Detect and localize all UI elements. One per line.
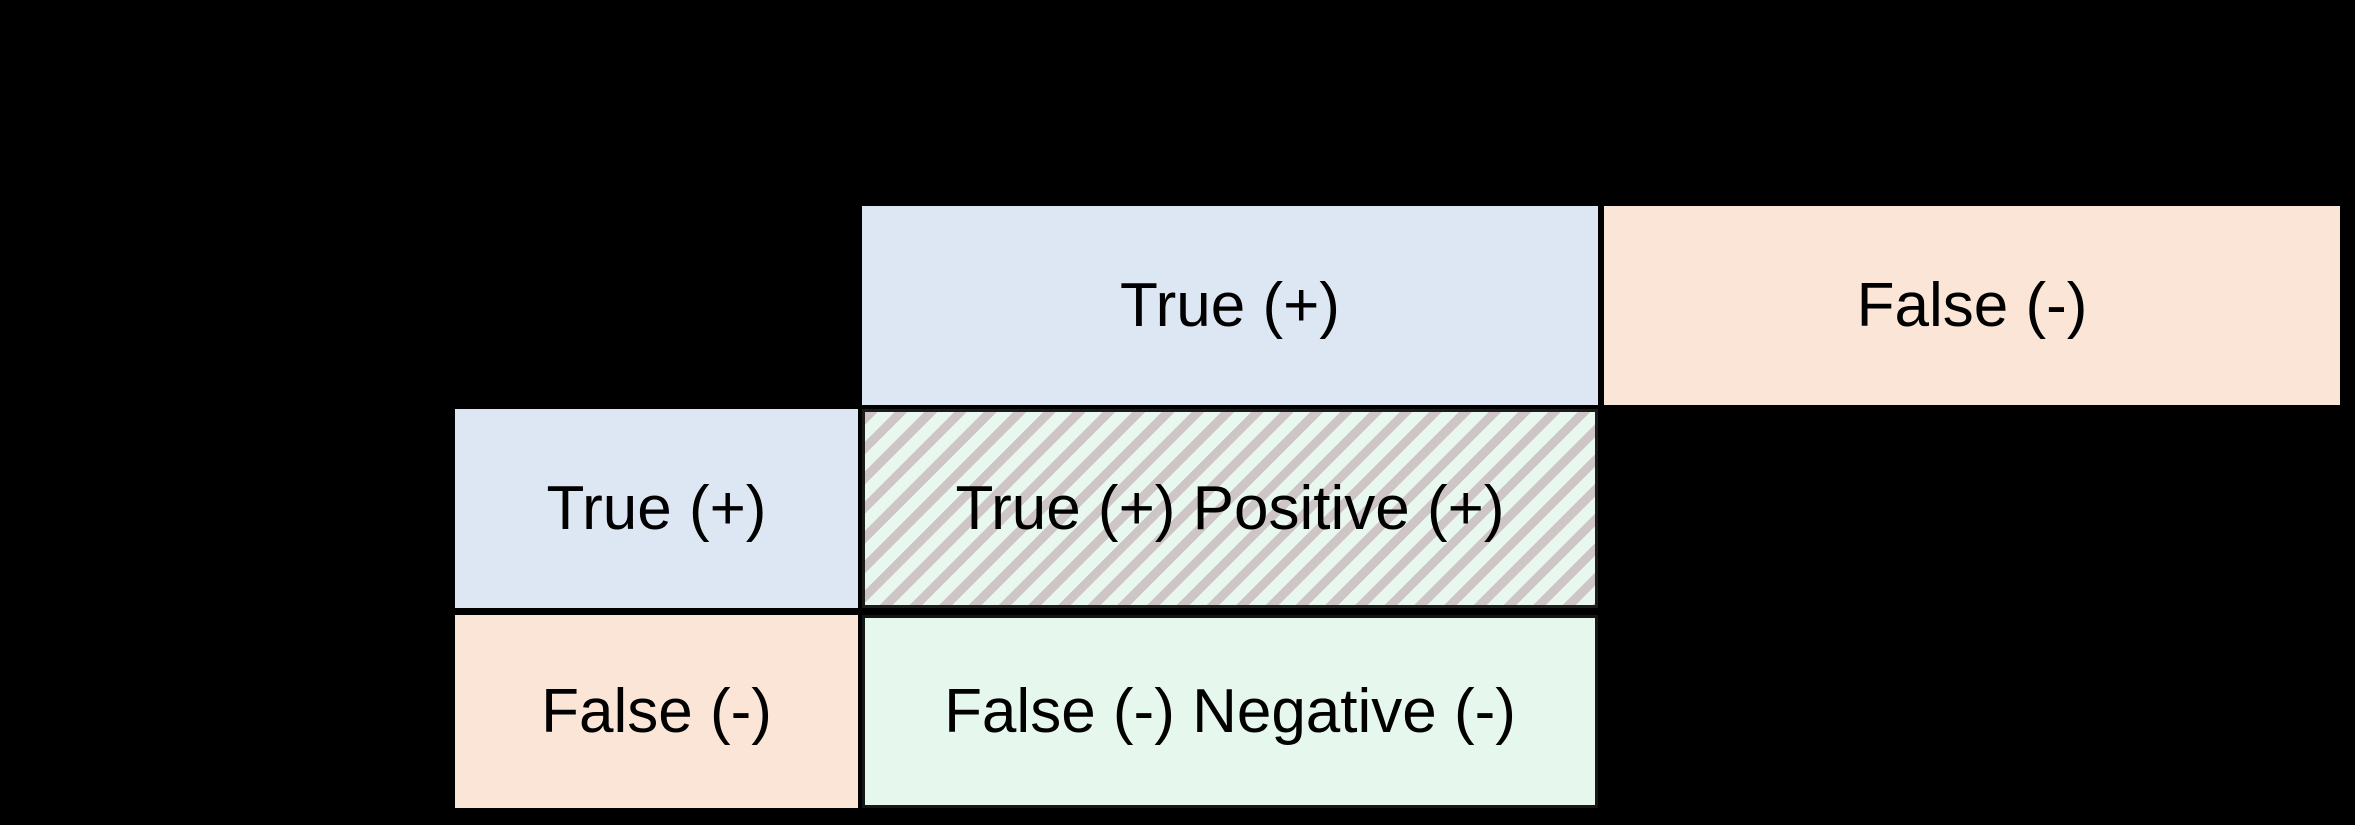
row-header-false-negative-label: False (-) (541, 676, 772, 746)
column-header-true-positive: True (+) (862, 206, 1598, 405)
column-header-false-negative-label: False (-) (1856, 270, 2088, 340)
column-header-false-negative: False (-) (1604, 206, 2340, 405)
cell-false-negative-label: False (-) Negative (-) (944, 676, 1516, 746)
column-header-true-positive-label: True (+) (1120, 270, 1340, 340)
row-header-true-positive: True (+) (455, 409, 858, 608)
row-header-false-negative: False (-) (455, 615, 858, 808)
row-header-true-positive-label: True (+) (546, 473, 767, 543)
cell-true-positive-label: True (+) Positive (+) (955, 473, 1505, 543)
cell-false-negative: False (-) Negative (-) (862, 615, 1598, 808)
cell-true-positive: True (+) Positive (+) (862, 409, 1598, 608)
